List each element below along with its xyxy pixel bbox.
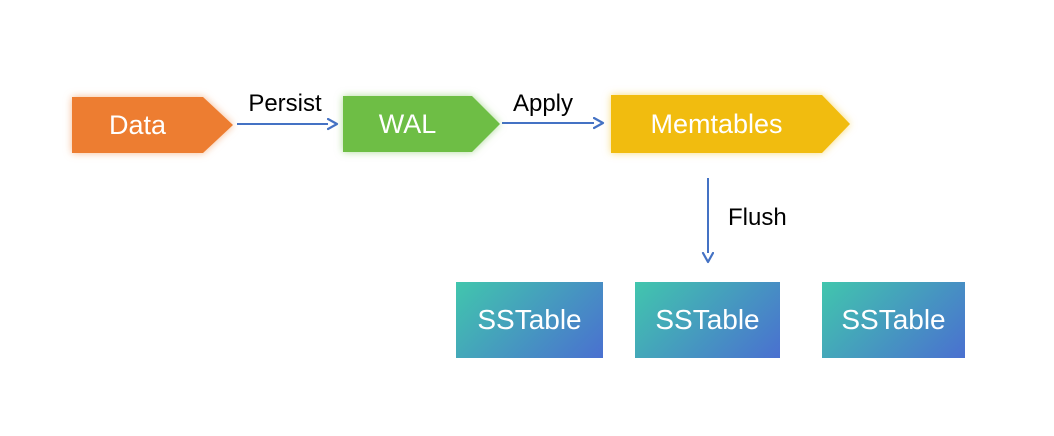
flush-edge-label: Flush	[728, 204, 787, 231]
node-memtables-label: Memtables	[650, 108, 783, 139]
node-sstable-1-label: SSTable	[477, 304, 582, 335]
node-sstable-3: SSTable	[822, 282, 965, 358]
node-wal-label: WAL	[378, 108, 437, 139]
node-sstable-2-label: SSTable	[655, 304, 760, 335]
node-sstable-3-label: SSTable	[841, 304, 946, 335]
node-sstable-2: SSTable	[635, 282, 780, 358]
node-wal: WAL	[343, 96, 500, 152]
apply-edge-label: Apply	[512, 90, 574, 117]
node-memtables: Memtables	[611, 95, 850, 153]
persist-edge-label: Persist	[248, 90, 322, 117]
node-data-label: Data	[108, 109, 167, 140]
node-sstable-1: SSTable	[456, 282, 603, 358]
node-data: Data	[72, 97, 233, 153]
